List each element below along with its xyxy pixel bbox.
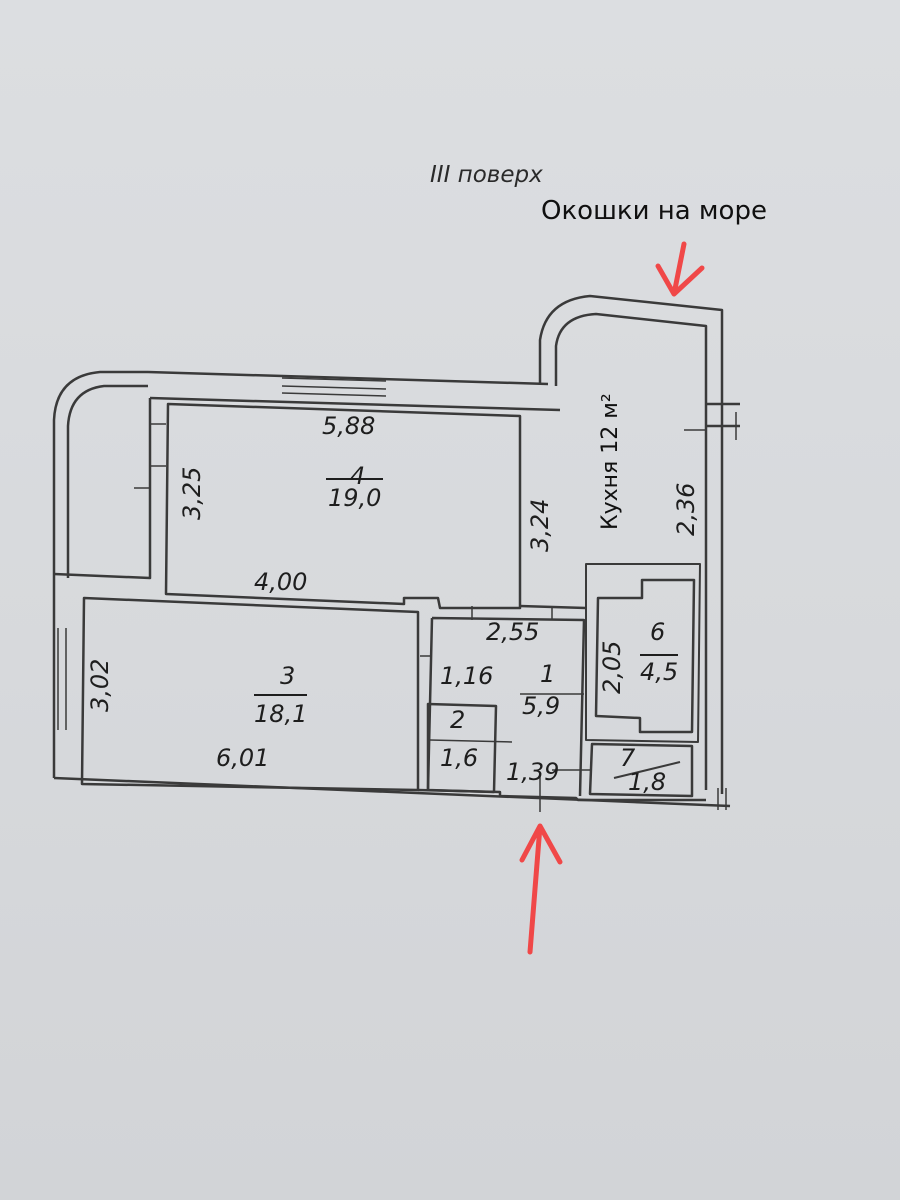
- kitchen-dim-left: 3,24: [526, 498, 554, 552]
- room2-area: 1,6: [440, 744, 479, 772]
- room4-length: 4,00: [254, 568, 308, 596]
- kitchen-dim-right: 2,36: [672, 482, 700, 536]
- room3-height: 3,02: [86, 658, 114, 712]
- top-wall-inner: [149, 396, 561, 412]
- tick-marks: [134, 412, 737, 812]
- top-wall-outer: [147, 370, 549, 386]
- room6-area: 4,5: [640, 654, 679, 684]
- room7-number: 7: [620, 744, 636, 772]
- room3-area: 18,1: [254, 694, 308, 726]
- kitchen-outline: [538, 294, 724, 794]
- room6-number: 6: [650, 618, 666, 646]
- left-window-side: [150, 423, 166, 467]
- room2-walls: [426, 702, 498, 794]
- room6-walls: [594, 578, 696, 734]
- room1-dim-139: 1,39: [506, 758, 560, 786]
- fraction-line-7: [613, 761, 681, 779]
- arrow-top-icon: [655, 241, 705, 297]
- room7-area: 1,8: [628, 768, 667, 796]
- room3-length: 6,01: [216, 744, 270, 772]
- room6-dim: 2,05: [598, 640, 626, 694]
- room1-number: 1: [540, 660, 556, 688]
- room3-number: 3: [280, 662, 296, 690]
- room2-number: 2: [450, 706, 466, 734]
- floor-label: III поверх: [430, 162, 543, 188]
- room7-walls: [588, 742, 694, 798]
- room4-walls: [164, 402, 522, 610]
- kitchen-label: Кухня 12 м²: [598, 393, 623, 530]
- window-top: [281, 377, 387, 397]
- arrow-bottom-icon: [519, 823, 563, 955]
- room6-outer: [585, 563, 701, 743]
- kitchen-bottom: [519, 604, 587, 610]
- room4-area: 19,0: [326, 478, 384, 510]
- room4-width: 5,88: [322, 412, 376, 440]
- room1-dim-116: 1,16: [440, 662, 494, 690]
- room4-number: 4: [350, 462, 366, 490]
- left-divider: [53, 398, 152, 580]
- left-balcony-inner: [66, 384, 148, 578]
- sea-windows-annotation: Окошки на море: [541, 196, 767, 226]
- left-balcony-outline: [52, 370, 148, 778]
- room1-width: 2,55: [486, 618, 540, 646]
- kitchen-inner: [554, 312, 708, 790]
- room1-area: 5,9: [522, 692, 561, 720]
- left-window: [57, 628, 67, 730]
- bottom-wall: [53, 776, 731, 808]
- room4-height: 3,25: [178, 466, 206, 520]
- kitchen-stub: [706, 402, 740, 428]
